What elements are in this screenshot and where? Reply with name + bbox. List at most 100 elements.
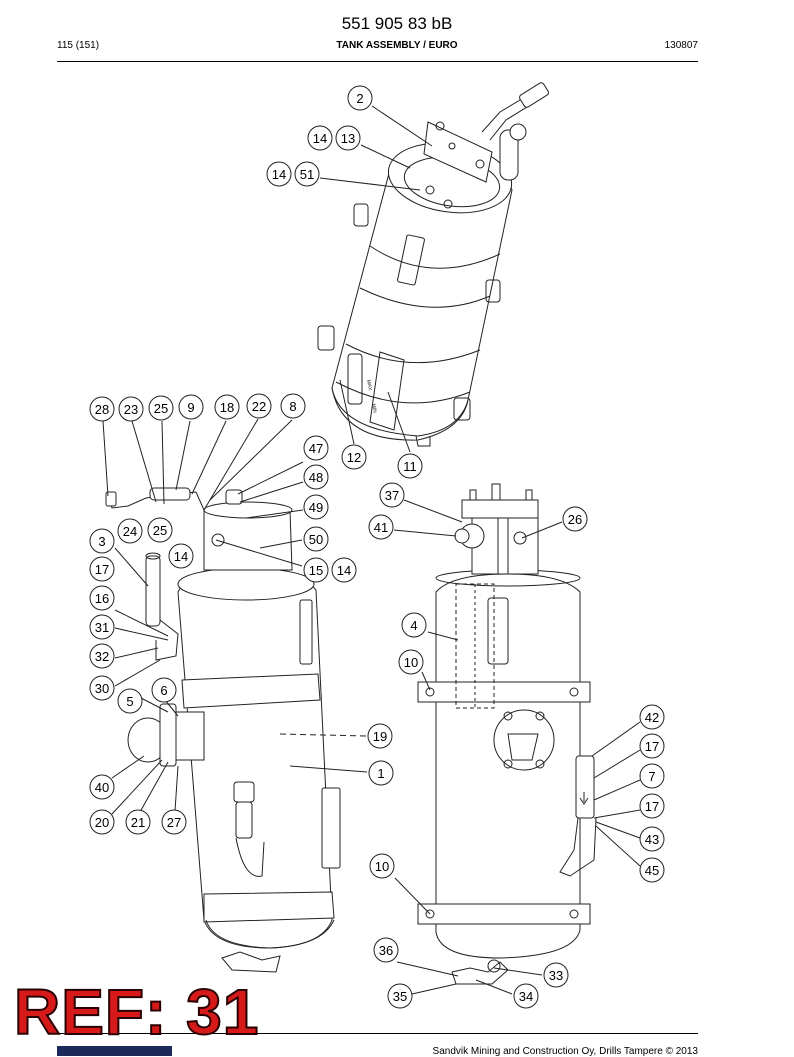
callout-bubble[interactable]: 8: [280, 393, 306, 419]
callout-bubble[interactable]: 33: [543, 962, 569, 988]
callout-bubble[interactable]: 12: [341, 444, 367, 470]
callout-bubble[interactable]: 19: [367, 723, 393, 749]
sandvik-logo: [57, 1046, 172, 1056]
callout-bubble[interactable]: 21: [125, 809, 151, 835]
callout-bubble[interactable]: 10: [398, 649, 424, 675]
callout-label: 14: [174, 549, 188, 564]
callout-bubble[interactable]: 25: [148, 395, 174, 421]
callout-label: 43: [645, 832, 659, 847]
callout-label: 1: [377, 766, 384, 781]
callout-label: 4: [410, 618, 417, 633]
callout-bubble[interactable]: 17: [639, 733, 665, 759]
callout-bubble[interactable]: 32: [89, 643, 115, 669]
top-tank: [317, 82, 549, 447]
callout-label: 16: [95, 591, 109, 606]
callout-bubble[interactable]: 15: [303, 557, 329, 583]
callout-bubble[interactable]: 1: [368, 760, 394, 786]
callout-bubble[interactable]: 51: [294, 161, 320, 187]
callout-bubble[interactable]: 24: [117, 518, 143, 544]
callout-bubble[interactable]: 31: [89, 614, 115, 640]
callout-label: 49: [309, 500, 323, 515]
max-mark: MAX: [365, 379, 373, 391]
callout-bubble[interactable]: 25: [147, 517, 173, 543]
callout-bubble[interactable]: 23: [118, 396, 144, 422]
callout-bubble[interactable]: 28: [89, 396, 115, 422]
callout-label: 47: [309, 441, 323, 456]
footer-copyright: Sandvik Mining and Construction Oy, Dril…: [432, 1046, 698, 1057]
callout-label: 35: [393, 989, 407, 1004]
callout-bubble[interactable]: 20: [89, 809, 115, 835]
callout-bubble[interactable]: 48: [303, 464, 329, 490]
callout-label: 25: [153, 523, 167, 538]
callout-label: 8: [289, 399, 296, 414]
callout-label: 51: [300, 167, 314, 182]
callout-bubble[interactable]: 34: [513, 983, 539, 1009]
callout-label: 24: [123, 524, 137, 539]
callout-bubble[interactable]: 45: [639, 857, 665, 883]
callout-label: 36: [379, 943, 393, 958]
leader-lines: [102, 105, 641, 995]
left-tank: [105, 487, 341, 973]
callout-label: 13: [341, 131, 355, 146]
page-title: TANK ASSEMBLY / EURO: [336, 40, 458, 51]
callout-bubble[interactable]: 7: [639, 763, 665, 789]
callout-bubble[interactable]: 43: [639, 826, 665, 852]
callout-label: 20: [95, 815, 109, 830]
callout-bubble[interactable]: 18: [214, 394, 240, 420]
callout-bubble[interactable]: 14: [266, 161, 292, 187]
callout-bubble[interactable]: 30: [89, 675, 115, 701]
right-tank: [417, 483, 597, 985]
callout-label: 18: [220, 400, 234, 415]
callout-bubble[interactable]: 42: [639, 704, 665, 730]
callout-bubble[interactable]: 10: [369, 853, 395, 879]
min-mark: MIN: [370, 403, 378, 413]
callout-bubble[interactable]: 27: [161, 809, 187, 835]
header-rule: [57, 61, 698, 62]
callout-bubble[interactable]: 14: [168, 543, 194, 569]
callout-label: 27: [167, 815, 181, 830]
callout-label: 37: [385, 488, 399, 503]
callout-bubble[interactable]: 2: [347, 85, 373, 111]
callout-label: 10: [375, 859, 389, 874]
callout-label: 5: [126, 694, 133, 709]
callout-bubble[interactable]: 11: [397, 453, 423, 479]
callout-label: 50: [309, 532, 323, 547]
callout-bubble[interactable]: 22: [246, 393, 272, 419]
callout-label: 17: [95, 562, 109, 577]
callout-label: 40: [95, 780, 109, 795]
callout-label: 22: [252, 399, 266, 414]
callout-label: 25: [154, 401, 168, 416]
callout-bubble[interactable]: 35: [387, 983, 413, 1009]
callout-bubble[interactable]: 16: [89, 585, 115, 611]
callout-label: 12: [347, 450, 361, 465]
callout-bubble[interactable]: 41: [368, 514, 394, 540]
callout-label: 14: [337, 563, 351, 578]
callout-label: 14: [313, 131, 327, 146]
callout-label: 30: [95, 681, 109, 696]
callout-bubble[interactable]: 14: [307, 125, 333, 151]
callout-bubble[interactable]: 49: [303, 494, 329, 520]
page-number: 115 (151): [57, 40, 100, 51]
callout-label: 7: [648, 769, 655, 784]
callout-bubble[interactable]: 47: [303, 435, 329, 461]
callout-bubble[interactable]: 4: [401, 612, 427, 638]
callout-bubble[interactable]: 17: [89, 556, 115, 582]
callout-bubble[interactable]: 3: [89, 528, 115, 554]
callout-bubble[interactable]: 36: [373, 937, 399, 963]
callout-bubble[interactable]: 37: [379, 482, 405, 508]
callout-bubble[interactable]: 9: [178, 394, 204, 420]
callout-label: 6: [160, 683, 167, 698]
callout-label: 11: [403, 459, 417, 474]
callout-bubble[interactable]: 14: [331, 557, 357, 583]
callout-bubble[interactable]: 40: [89, 774, 115, 800]
callout-bubble[interactable]: 17: [639, 793, 665, 819]
callout-label: 45: [645, 863, 659, 878]
callout-bubble[interactable]: 26: [562, 506, 588, 532]
callout-bubble[interactable]: 13: [335, 125, 361, 151]
callout-bubble[interactable]: 50: [303, 526, 329, 552]
callout-bubble[interactable]: 6: [151, 677, 177, 703]
callout-label: 48: [309, 470, 323, 485]
callout-bubble[interactable]: 5: [117, 688, 143, 714]
date-code: 130807: [664, 40, 698, 51]
